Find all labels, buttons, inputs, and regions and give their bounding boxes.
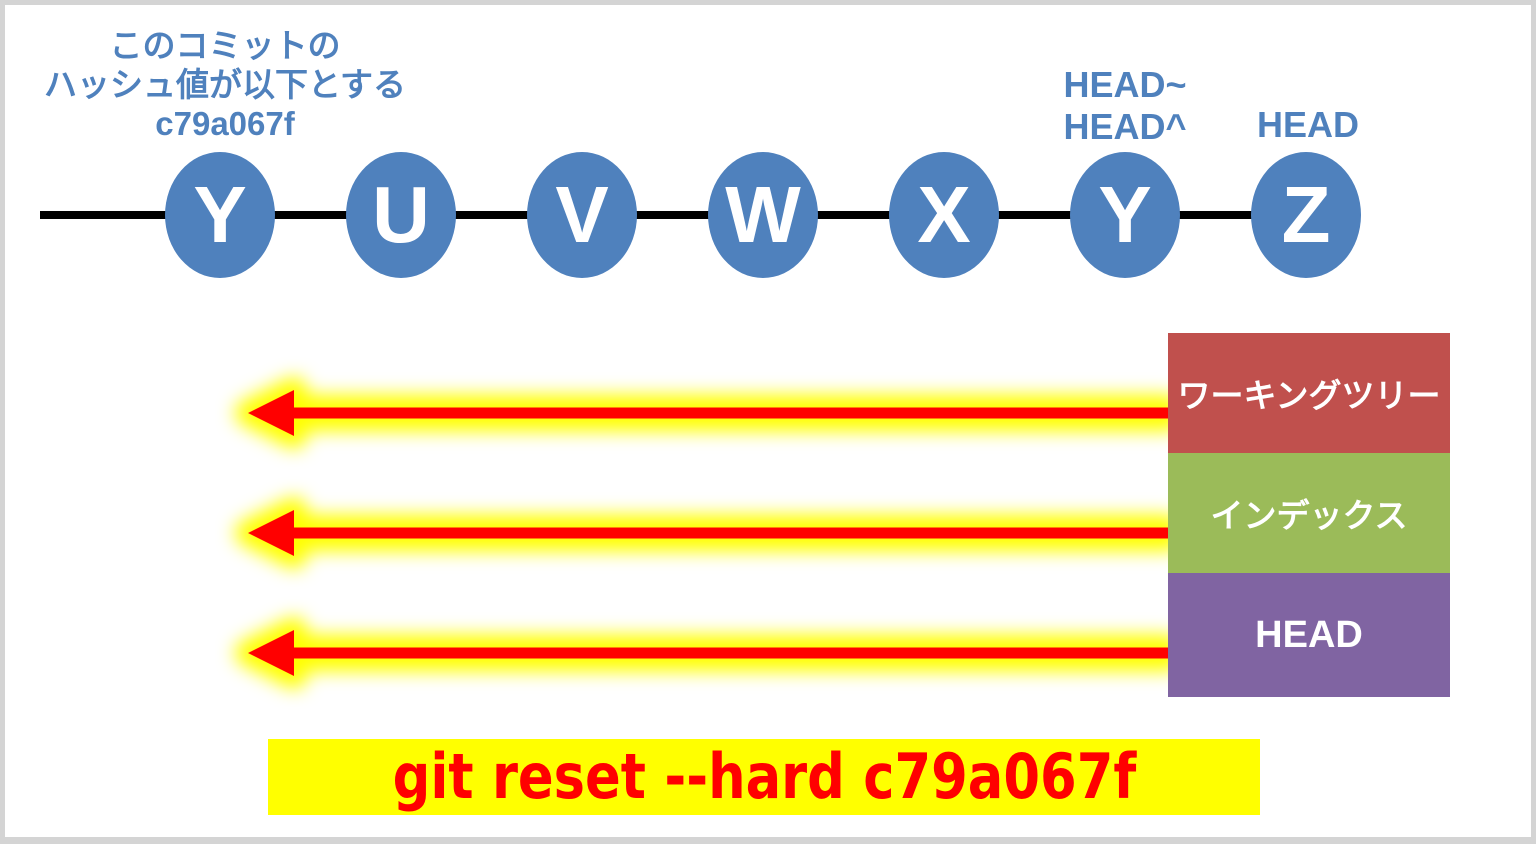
command-text: git reset --hard c79a067f xyxy=(392,740,1136,813)
head-tilde-caret-label: HEAD~ HEAD^ xyxy=(1045,64,1205,148)
commit-node-label: Y xyxy=(193,170,247,259)
commit-node-label: Z xyxy=(1281,170,1331,259)
commit-node-label: W xyxy=(725,170,801,259)
commit-history-line xyxy=(40,211,1306,219)
commit-node-x: X xyxy=(889,152,999,278)
head-label: HEAD xyxy=(1256,104,1359,145)
index-box: インデックス xyxy=(1168,453,1450,573)
command-banner: git reset --hard c79a067f xyxy=(268,739,1260,815)
working-tree-box: ワーキングツリー xyxy=(1168,333,1450,453)
commit-node-w: W xyxy=(708,152,818,278)
head-tilde-label: HEAD~ xyxy=(1063,64,1187,105)
commit-node-u: U xyxy=(346,152,456,278)
reset-arrow-index xyxy=(248,510,1168,556)
index-label: インデックス xyxy=(1210,497,1408,534)
reset-arrow-head xyxy=(248,630,1168,676)
commit-node-y1: Y xyxy=(165,152,275,278)
commit-node-label: V xyxy=(555,170,609,259)
commit-node-label: Y xyxy=(1098,170,1152,259)
commit-node-z: Z xyxy=(1251,152,1361,278)
reset-arrow-working-tree xyxy=(248,390,1168,436)
head-box: HEAD xyxy=(1168,573,1450,697)
commit-node-label: X xyxy=(917,170,971,259)
annotation-line-1: このコミットの xyxy=(109,27,341,64)
commit-node-label: U xyxy=(372,170,430,259)
commit-node-v: V xyxy=(527,152,637,278)
working-tree-label: ワーキングツリー xyxy=(1177,377,1441,414)
annotation-hash-value: c79a067f xyxy=(155,105,295,142)
commit-node-y2: Y xyxy=(1070,152,1180,278)
head-box-label: HEAD xyxy=(1255,613,1363,656)
annotation-line-2: ハッシュ値が以下とする xyxy=(43,66,406,103)
head-caret-label: HEAD^ xyxy=(1063,106,1187,147)
commit-hash-annotation: このコミットの ハッシュ値が以下とする c79a067f xyxy=(40,26,410,143)
